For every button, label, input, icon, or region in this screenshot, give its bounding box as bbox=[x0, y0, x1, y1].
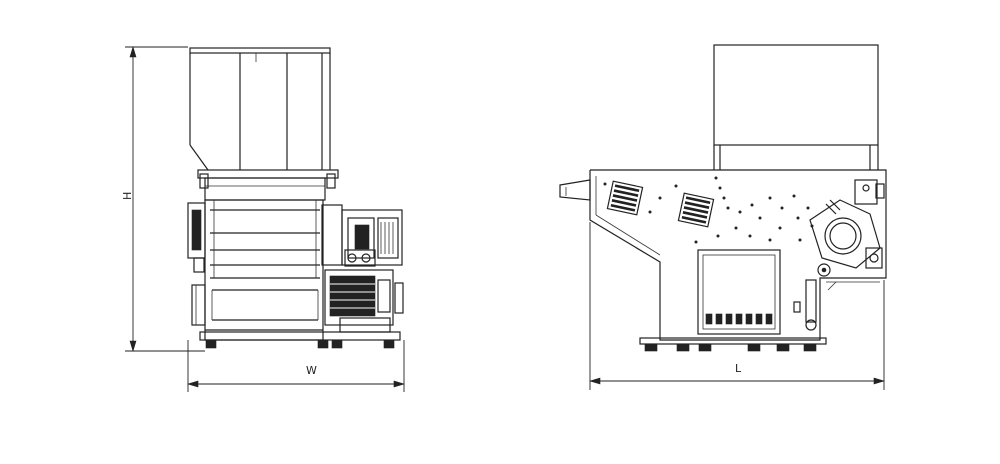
front-main-body bbox=[204, 199, 324, 341]
length-label: L bbox=[735, 362, 742, 375]
front-left-bearing bbox=[187, 202, 206, 326]
height-dimension: H bbox=[121, 45, 205, 353]
front-hopper bbox=[189, 47, 331, 171]
side-access-panel bbox=[697, 249, 781, 335]
front-motor bbox=[324, 269, 404, 333]
height-label: H bbox=[121, 192, 134, 200]
side-vent-grate-1 bbox=[606, 180, 644, 216]
side-hopper bbox=[713, 44, 879, 170]
side-bolts bbox=[603, 176, 814, 244]
length-dimension: L bbox=[588, 222, 886, 390]
width-dimension: W bbox=[186, 340, 406, 392]
side-chute bbox=[559, 179, 591, 201]
side-base bbox=[639, 337, 827, 352]
front-view: H W bbox=[121, 45, 406, 392]
side-view: L bbox=[559, 44, 887, 390]
side-drive-link bbox=[793, 263, 831, 331]
side-panel-slots bbox=[705, 313, 773, 325]
side-rotor bbox=[809, 179, 885, 269]
front-base bbox=[199, 331, 401, 349]
front-gearbox bbox=[321, 204, 403, 267]
width-label: W bbox=[306, 364, 317, 377]
side-vent-grate-2 bbox=[677, 192, 715, 228]
side-frame bbox=[589, 169, 887, 341]
front-upper-housing bbox=[197, 169, 339, 201]
